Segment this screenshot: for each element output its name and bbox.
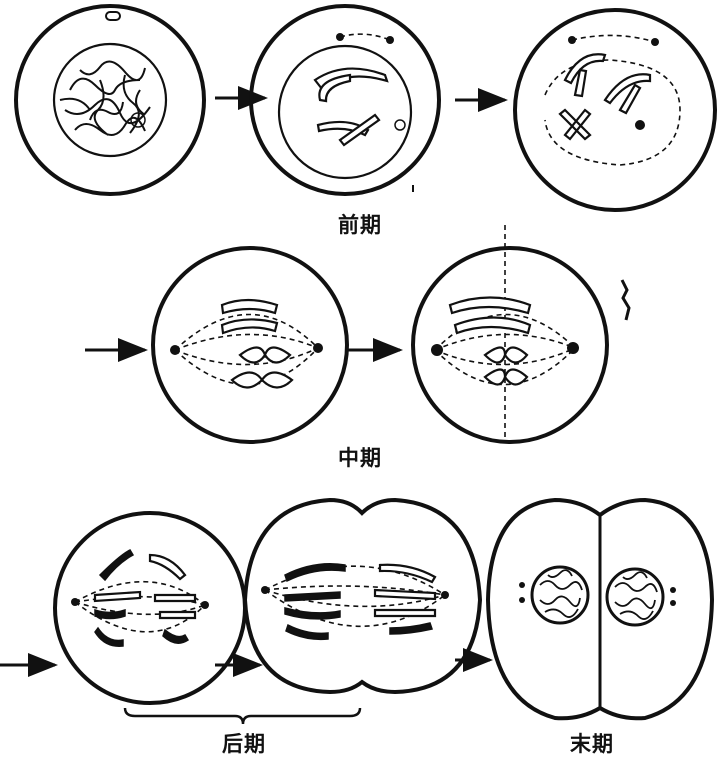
cell-late-anaphase xyxy=(242,497,483,695)
cell-interphase-early-prophase xyxy=(14,4,206,196)
cell-early-anaphase xyxy=(53,511,247,705)
cell-telophase xyxy=(485,497,715,721)
label-metaphase: 中期 xyxy=(338,446,382,470)
label-anaphase: 后期 xyxy=(222,732,266,756)
cell-metaphase-side xyxy=(151,246,349,444)
label-telophase: 末期 xyxy=(570,732,614,756)
cell-metaphase-plate xyxy=(411,225,609,444)
cell-late-prophase xyxy=(513,8,717,212)
cell-early-prophase xyxy=(249,4,441,196)
label-prophase: 前期 xyxy=(338,213,382,237)
anaphase-brace xyxy=(123,707,362,725)
